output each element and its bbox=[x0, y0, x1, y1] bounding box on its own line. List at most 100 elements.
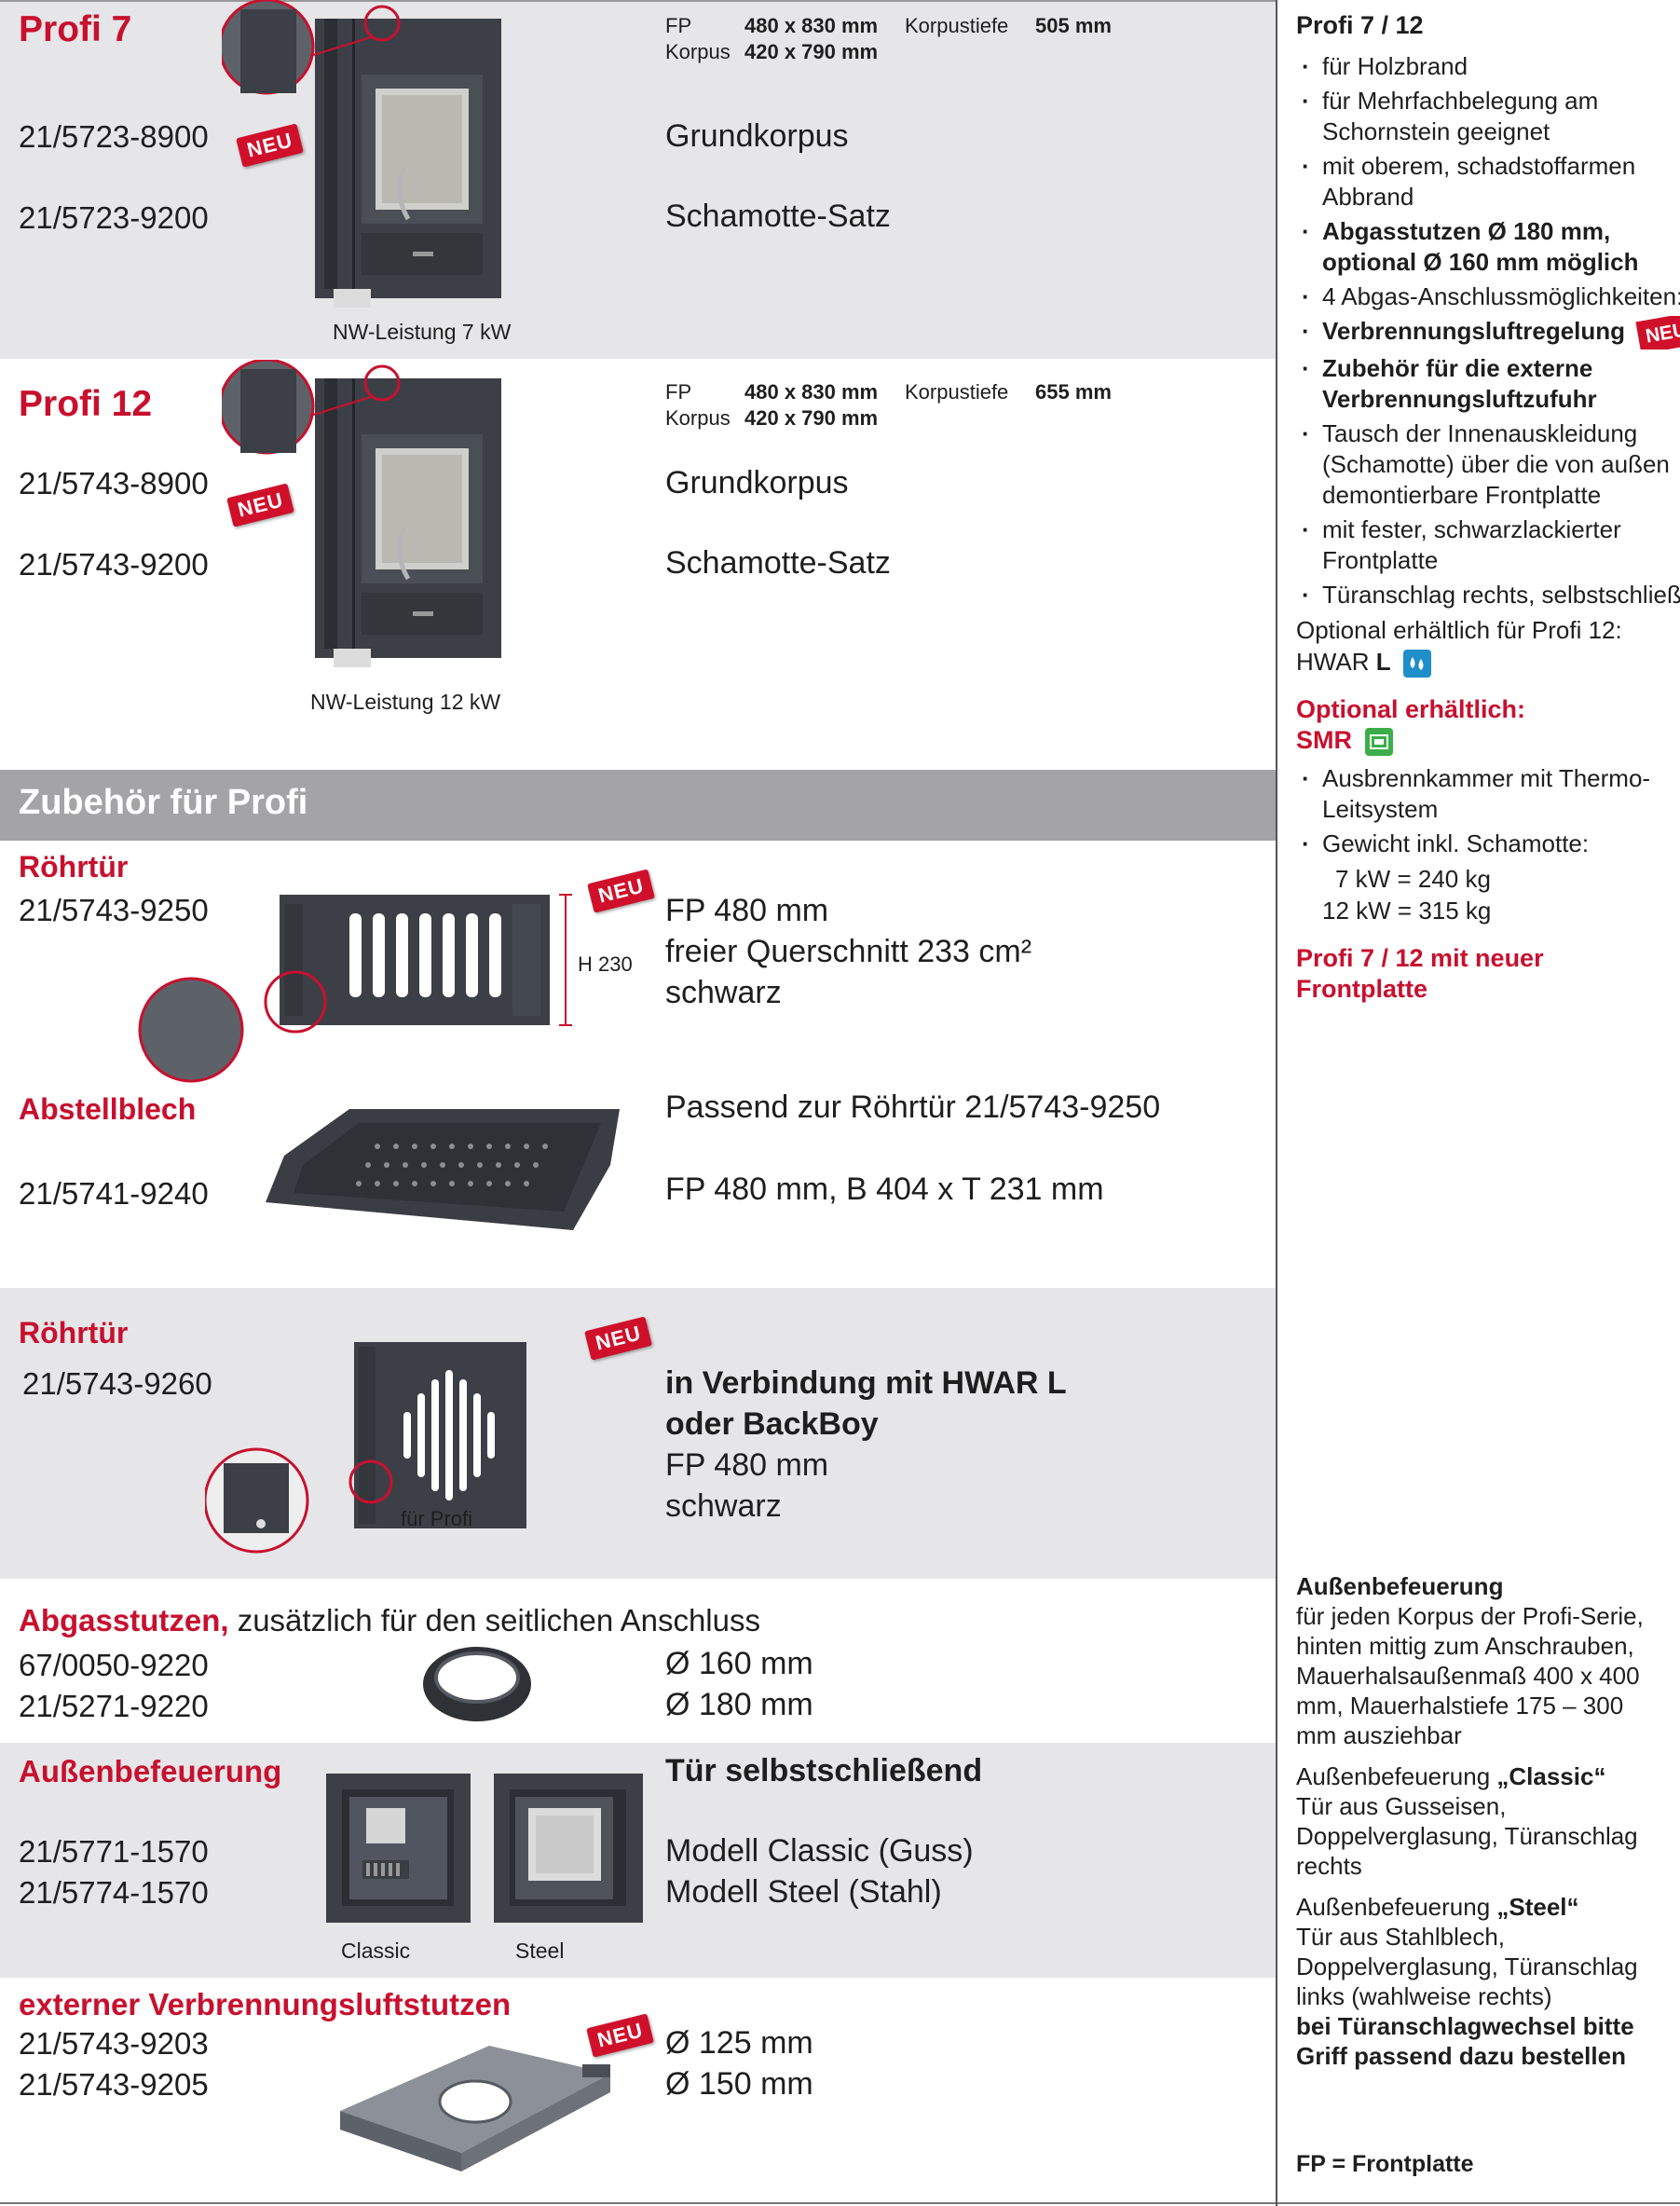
sidebar-steel-pre: Außenbefeuerung bbox=[1296, 1893, 1497, 1921]
spec-fp-value: 480 x 830 mm bbox=[744, 14, 879, 37]
abgasstutzen-ring-image bbox=[423, 1647, 531, 1721]
abgasstutzen-subtitle: zusätzlich für den seitlichen Anschluss bbox=[228, 1603, 760, 1637]
abgasstutzen-heading: Abgasstutzen, zusätzlich für den seitlic… bbox=[19, 1603, 760, 1638]
sidebar-bullet: mit oberem, schadstoffarmen Abbrand bbox=[1296, 151, 1680, 212]
profi12-desc-schamotte: Schamotte-Satz bbox=[665, 545, 891, 581]
roehrtuer2-caption: für Profi bbox=[401, 1507, 473, 1530]
profi12-desc-grundkorpus: Grundkorpus bbox=[665, 465, 849, 500]
aussenbefeuerung-code-classic: 21/5771-1570 bbox=[19, 1834, 209, 1869]
profi12-title: Profi 12 bbox=[19, 384, 153, 424]
roehrtuer2-title: Röhrtür bbox=[19, 1316, 129, 1350]
roehrtuer2-desc-color: schwarz bbox=[665, 1488, 782, 1524]
sidebar-ab-title: Außenbefeuerung bbox=[1296, 1572, 1504, 1600]
sidebar-bold-note: bei Türanschlagwechsel bitte Griff passe… bbox=[1296, 2012, 1634, 2070]
spec-fp-label: FP bbox=[665, 14, 692, 37]
profi7-desc-schamotte: Schamotte-Satz bbox=[665, 199, 891, 234]
sidebar-hwar: HWAR bbox=[1296, 648, 1370, 676]
bottom-border bbox=[0, 2202, 1680, 2204]
abgasstutzen-code-180: 21/5271-9220 bbox=[19, 1689, 209, 1723]
sidebar-steel-text: Tür aus Stahlblech, Doppelverglasung, Tü… bbox=[1296, 1923, 1638, 2010]
sidebar-footnote: FP = Frontplatte bbox=[1296, 2151, 1474, 2177]
spec-tiefe-label: Korpustiefe bbox=[905, 14, 1009, 37]
accessories-header: Zubehör für Profi bbox=[19, 783, 308, 822]
sidebar-new-front-2: Frontplatte bbox=[1296, 975, 1427, 1004]
abgasstutzen-desc-180: Ø 180 mm bbox=[665, 1687, 813, 1722]
smr-icon bbox=[1364, 728, 1393, 756]
profi12-specs: FP 480 x 830 mm Korpustiefe 655 mm Korpus 42… bbox=[665, 379, 1187, 432]
roehrtuer1-code: 21/5743-9250 bbox=[19, 893, 209, 927]
water-drop-icon bbox=[1402, 650, 1431, 678]
sidebar-ab-text: für jeden Korpus der Profi-Serie, hinten… bbox=[1296, 1602, 1644, 1749]
spec-fp-label: FP bbox=[665, 380, 692, 404]
profi12-stove-image bbox=[222, 360, 501, 667]
abgasstutzen-desc-160: Ø 160 mm bbox=[665, 1646, 813, 1681]
roehrtuer1-image bbox=[138, 894, 572, 1083]
roehrtuer1-desc-fp: FP 480 mm bbox=[665, 893, 829, 928]
sidebar-steel-name: „Steel“ bbox=[1496, 1893, 1579, 1921]
roehrtuer2-desc-backboy: oder BackBoy bbox=[665, 1406, 879, 1442]
sidebar-smr-line: SMR bbox=[1296, 725, 1680, 756]
abstellblech-desc-dimensions: FP 480 mm, B 404 x T 231 mm bbox=[665, 1172, 1104, 1207]
profi7-title: Profi 7 bbox=[19, 9, 132, 49]
sidebar-bullet: Tausch der Innenauskleidung (Schamotte) … bbox=[1296, 418, 1680, 511]
profi7-stove-image bbox=[222, 0, 501, 308]
aussenbefeuerung-steel-image bbox=[494, 1774, 643, 1923]
luftstutzen-title: externer Verbrennungsluftstutzen bbox=[19, 1987, 512, 2021]
sidebar-neu-badge: NEU bbox=[1635, 316, 1680, 349]
profi7-code-grundkorpus: 21/5723-8900 bbox=[19, 119, 209, 154]
sidebar-title: Profi 7 / 12 bbox=[1296, 11, 1424, 39]
sidebar: Profi 7 / 12 für Holzbrand für Mehrfachb… bbox=[1276, 0, 1680, 2206]
sidebar-bullet: Ausbrennkammer mit Thermo-Leitsystem bbox=[1296, 763, 1680, 825]
luftstutzen-image bbox=[340, 2046, 610, 2172]
sidebar-classic-text: Tür aus Gusseisen, Doppelverglasung, Tür… bbox=[1296, 1792, 1638, 1880]
spec-tiefe-value: 655 mm bbox=[1035, 380, 1112, 404]
spec-korpus-value: 420 x 790 mm bbox=[744, 40, 879, 63]
aussenbefeuerung-caption-steel: Steel bbox=[515, 1939, 565, 1963]
sidebar-new-front-1: Profi 7 / 12 mit neuer bbox=[1296, 944, 1544, 973]
profi7-band bbox=[0, 0, 1276, 359]
sidebar-bullet: Türanschlag rechts, selbstschließend bbox=[1296, 580, 1680, 610]
sidebar-optional-head: Optional erhältlich: bbox=[1296, 695, 1526, 724]
abstellblech-code: 21/5741-9240 bbox=[19, 1176, 209, 1211]
aussenbefeuerung-desc-steel: Modell Steel (Stahl) bbox=[665, 1874, 942, 1910]
abstellblech-image bbox=[266, 1109, 620, 1230]
profi7-code-schamotte: 21/5723-9200 bbox=[19, 200, 209, 235]
sidebar-bullet: Gewicht inkl. Schamotte: bbox=[1296, 829, 1680, 859]
abstellblech-desc-passend: Passend zur Röhrtür 21/5743-9250 bbox=[665, 1089, 1161, 1125]
sidebar-bullet: mit fester, schwarzlackierter Frontplatt… bbox=[1296, 514, 1680, 576]
aussenbefeuerung-caption-classic: Classic bbox=[341, 1939, 411, 1963]
sidebar-bullet: 4 Abgas-Anschlussmöglichkeiten: links, r… bbox=[1296, 281, 1680, 312]
abgasstutzen-band bbox=[0, 1579, 1276, 1743]
spec-korpus-value: 420 x 790 mm bbox=[744, 406, 879, 430]
roehrtuer2-image bbox=[205, 1342, 526, 1554]
sidebar-bullet: Zubehör für die externe Verbrennungsluft… bbox=[1296, 353, 1680, 415]
spec-korpus-label: Korpus bbox=[665, 406, 731, 430]
profi12-code-schamotte: 21/5743-9200 bbox=[19, 547, 209, 582]
spec-tiefe-label: Korpustiefe bbox=[905, 380, 1009, 404]
luftstutzen-desc-125: Ø 125 mm bbox=[665, 2025, 813, 2061]
sidebar-hwar-bold: L bbox=[1375, 648, 1391, 676]
roehrtuer2-desc-hwar: in Verbindung mit HWAR L bbox=[665, 1365, 1067, 1401]
sidebar-bullet: für Holzbrand bbox=[1296, 51, 1680, 82]
abgasstutzen-title: Abgasstutzen, bbox=[19, 1603, 229, 1637]
sidebar-inner: Profi 7 / 12 für Holzbrand für Mehrfachb… bbox=[1296, 11, 1680, 1005]
spec-tiefe-value: 505 mm bbox=[1035, 14, 1112, 37]
profi12-band bbox=[0, 359, 1276, 769]
top-border bbox=[0, 0, 1276, 2]
accessories-header-band bbox=[0, 770, 1276, 841]
profi12-code-grundkorpus: 21/5743-8900 bbox=[19, 466, 209, 500]
roehrtuer1-height-label: H 230 bbox=[578, 952, 633, 976]
sidebar-classic-name: „Classic“ bbox=[1496, 1762, 1606, 1790]
aussenbefeuerung-desc-head: Tür selbstschließend bbox=[665, 1753, 983, 1788]
sidebar-weight-7kw: 7 kW = 240 kg bbox=[1335, 865, 1491, 894]
sidebar-classic-line: Außenbefeuerung „Classic“ bbox=[1296, 1761, 1669, 1791]
sidebar-bullet-text: Verbrennungsluftregelung bbox=[1322, 317, 1626, 345]
spec-fp-value: 480 x 830 mm bbox=[744, 380, 879, 404]
roehrtuer2-code: 21/5743-9260 bbox=[22, 1366, 212, 1401]
sidebar-aussenbefeuerung: Außenbefeuerung für jeden Korpus der Pro… bbox=[1296, 1571, 1669, 2071]
sidebar-classic-pre: Außenbefeuerung bbox=[1296, 1762, 1497, 1790]
profi12-caption: NW-Leistung 12 kW bbox=[310, 690, 501, 714]
roehrtuer1-desc-color: schwarz bbox=[665, 975, 782, 1010]
abstellblech-title: Abstellblech bbox=[19, 1092, 197, 1126]
